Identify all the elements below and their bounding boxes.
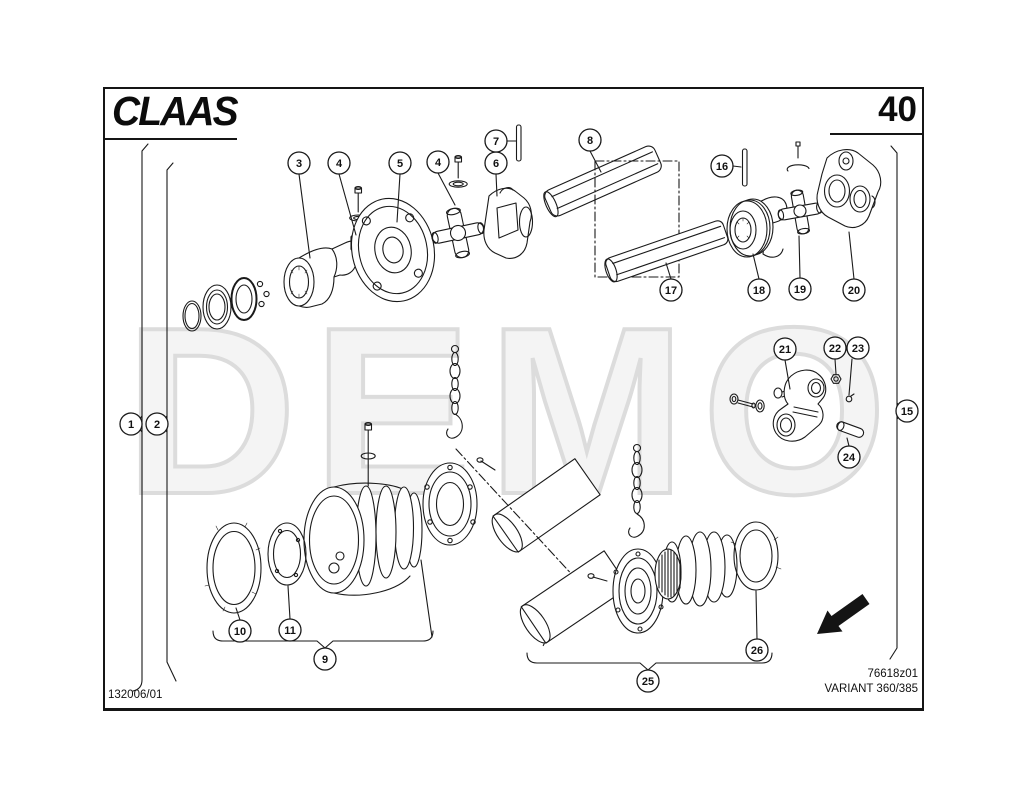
svg-text:3: 3	[296, 158, 302, 170]
leader-lines	[235, 140, 855, 640]
svg-text:15: 15	[901, 406, 913, 418]
svg-text:4: 4	[336, 158, 343, 170]
footer-right-block: 76618z01 VARIANT 360/385	[824, 667, 918, 697]
callout-4a: 4	[327, 151, 351, 175]
guard-bellows	[654, 531, 738, 607]
svg-text:26: 26	[751, 645, 763, 657]
part-19-fasteners	[786, 141, 810, 172]
svg-text:6: 6	[493, 158, 499, 170]
part-3-yoke-hub	[283, 240, 361, 308]
svg-text:10: 10	[234, 626, 246, 638]
callout-10: 10	[228, 619, 252, 643]
svg-text:24: 24	[843, 452, 856, 464]
variant-label: VARIANT 360/385	[824, 683, 918, 695]
group-box-dashed	[594, 160, 680, 278]
guard-cone-assembly	[204, 344, 601, 649]
part-8-profile-tube	[543, 145, 662, 218]
upper-right-assembly	[543, 141, 882, 283]
part-16-pin	[741, 148, 748, 187]
callout-balloons: 1 2 3 4 5 4 6 7 8 16 17 18 19 20 15 21 2…	[119, 128, 919, 693]
svg-text:9: 9	[322, 654, 328, 666]
safety-chain-left	[446, 344, 463, 439]
callout-19: 19	[788, 277, 812, 301]
part-7-pin	[515, 124, 522, 162]
page-number: 40	[878, 90, 917, 129]
part-uj-cross-left	[431, 207, 485, 259]
part-9-guard-cone	[303, 482, 423, 596]
svg-text:4: 4	[435, 157, 442, 169]
callout-4b: 4	[426, 150, 450, 174]
upper-left-assembly	[182, 124, 534, 332]
bracket-25	[526, 652, 773, 671]
group-bracket-lines	[132, 143, 904, 692]
part-6-flange-yoke	[483, 187, 534, 259]
callout-1: 1	[119, 412, 143, 436]
callout-11: 11	[278, 618, 302, 642]
guard-tube-flange	[612, 548, 664, 634]
guard-tube-assembly	[455, 443, 782, 671]
svg-text:11: 11	[284, 625, 296, 637]
claas-logo: CLAAS	[112, 88, 239, 134]
part-5-bearing-disc	[350, 197, 436, 303]
callout-16: 16	[710, 154, 734, 178]
document-number: 132006/01	[108, 689, 163, 701]
callout-5: 5	[388, 151, 412, 175]
callout-22: 22	[823, 336, 847, 360]
svg-text:16: 16	[716, 161, 728, 173]
page-number-underline	[830, 133, 922, 135]
part-11-ring	[267, 522, 307, 586]
part-26-ring	[730, 521, 782, 591]
diagram-artwork	[132, 124, 904, 692]
callout-17: 17	[659, 278, 683, 302]
callout-18: 18	[747, 278, 771, 302]
callout-6: 6	[484, 151, 508, 175]
svg-text:7: 7	[493, 136, 499, 148]
part-20-flange-yoke	[816, 149, 882, 229]
callout-25: 25	[636, 669, 660, 693]
callout-9: 9	[313, 647, 337, 671]
svg-text:2: 2	[154, 419, 160, 431]
callout-8: 8	[578, 128, 602, 152]
svg-text:20: 20	[848, 285, 860, 297]
part-4-bolt-right	[448, 154, 468, 188]
part-17-profile-tube	[604, 220, 729, 283]
part-25-guard-tube	[519, 550, 630, 644]
guard-cone-flange-ring	[422, 462, 478, 546]
callout-20: 20	[842, 278, 866, 302]
part-18-bearing-yoke	[726, 196, 788, 258]
svg-text:21: 21	[779, 344, 791, 356]
svg-text:17: 17	[665, 285, 677, 297]
callout-15: 15	[895, 399, 919, 423]
part-10-ring	[204, 522, 262, 614]
safety-chain-right	[628, 443, 645, 538]
callout-23: 23	[846, 336, 870, 360]
callout-3: 3	[287, 151, 311, 175]
svg-text:19: 19	[794, 284, 806, 296]
svg-text:5: 5	[397, 158, 403, 170]
callout-2: 2	[145, 412, 169, 436]
callout-24: 24	[837, 445, 861, 469]
direction-arrow	[817, 594, 870, 634]
logo-underline	[103, 138, 237, 140]
svg-text:22: 22	[829, 343, 841, 355]
svg-text:8: 8	[587, 135, 593, 147]
callout-7: 7	[484, 129, 508, 153]
svg-text:25: 25	[642, 676, 654, 688]
svg-text:23: 23	[852, 343, 864, 355]
svg-text:18: 18	[753, 285, 765, 297]
svg-text:1: 1	[128, 419, 134, 431]
drawing-number: 76618z01	[867, 668, 918, 680]
guard-tube-upper	[491, 458, 601, 553]
clamp-assembly	[729, 369, 865, 442]
callout-26: 26	[745, 638, 769, 662]
callout-21: 21	[773, 337, 797, 361]
